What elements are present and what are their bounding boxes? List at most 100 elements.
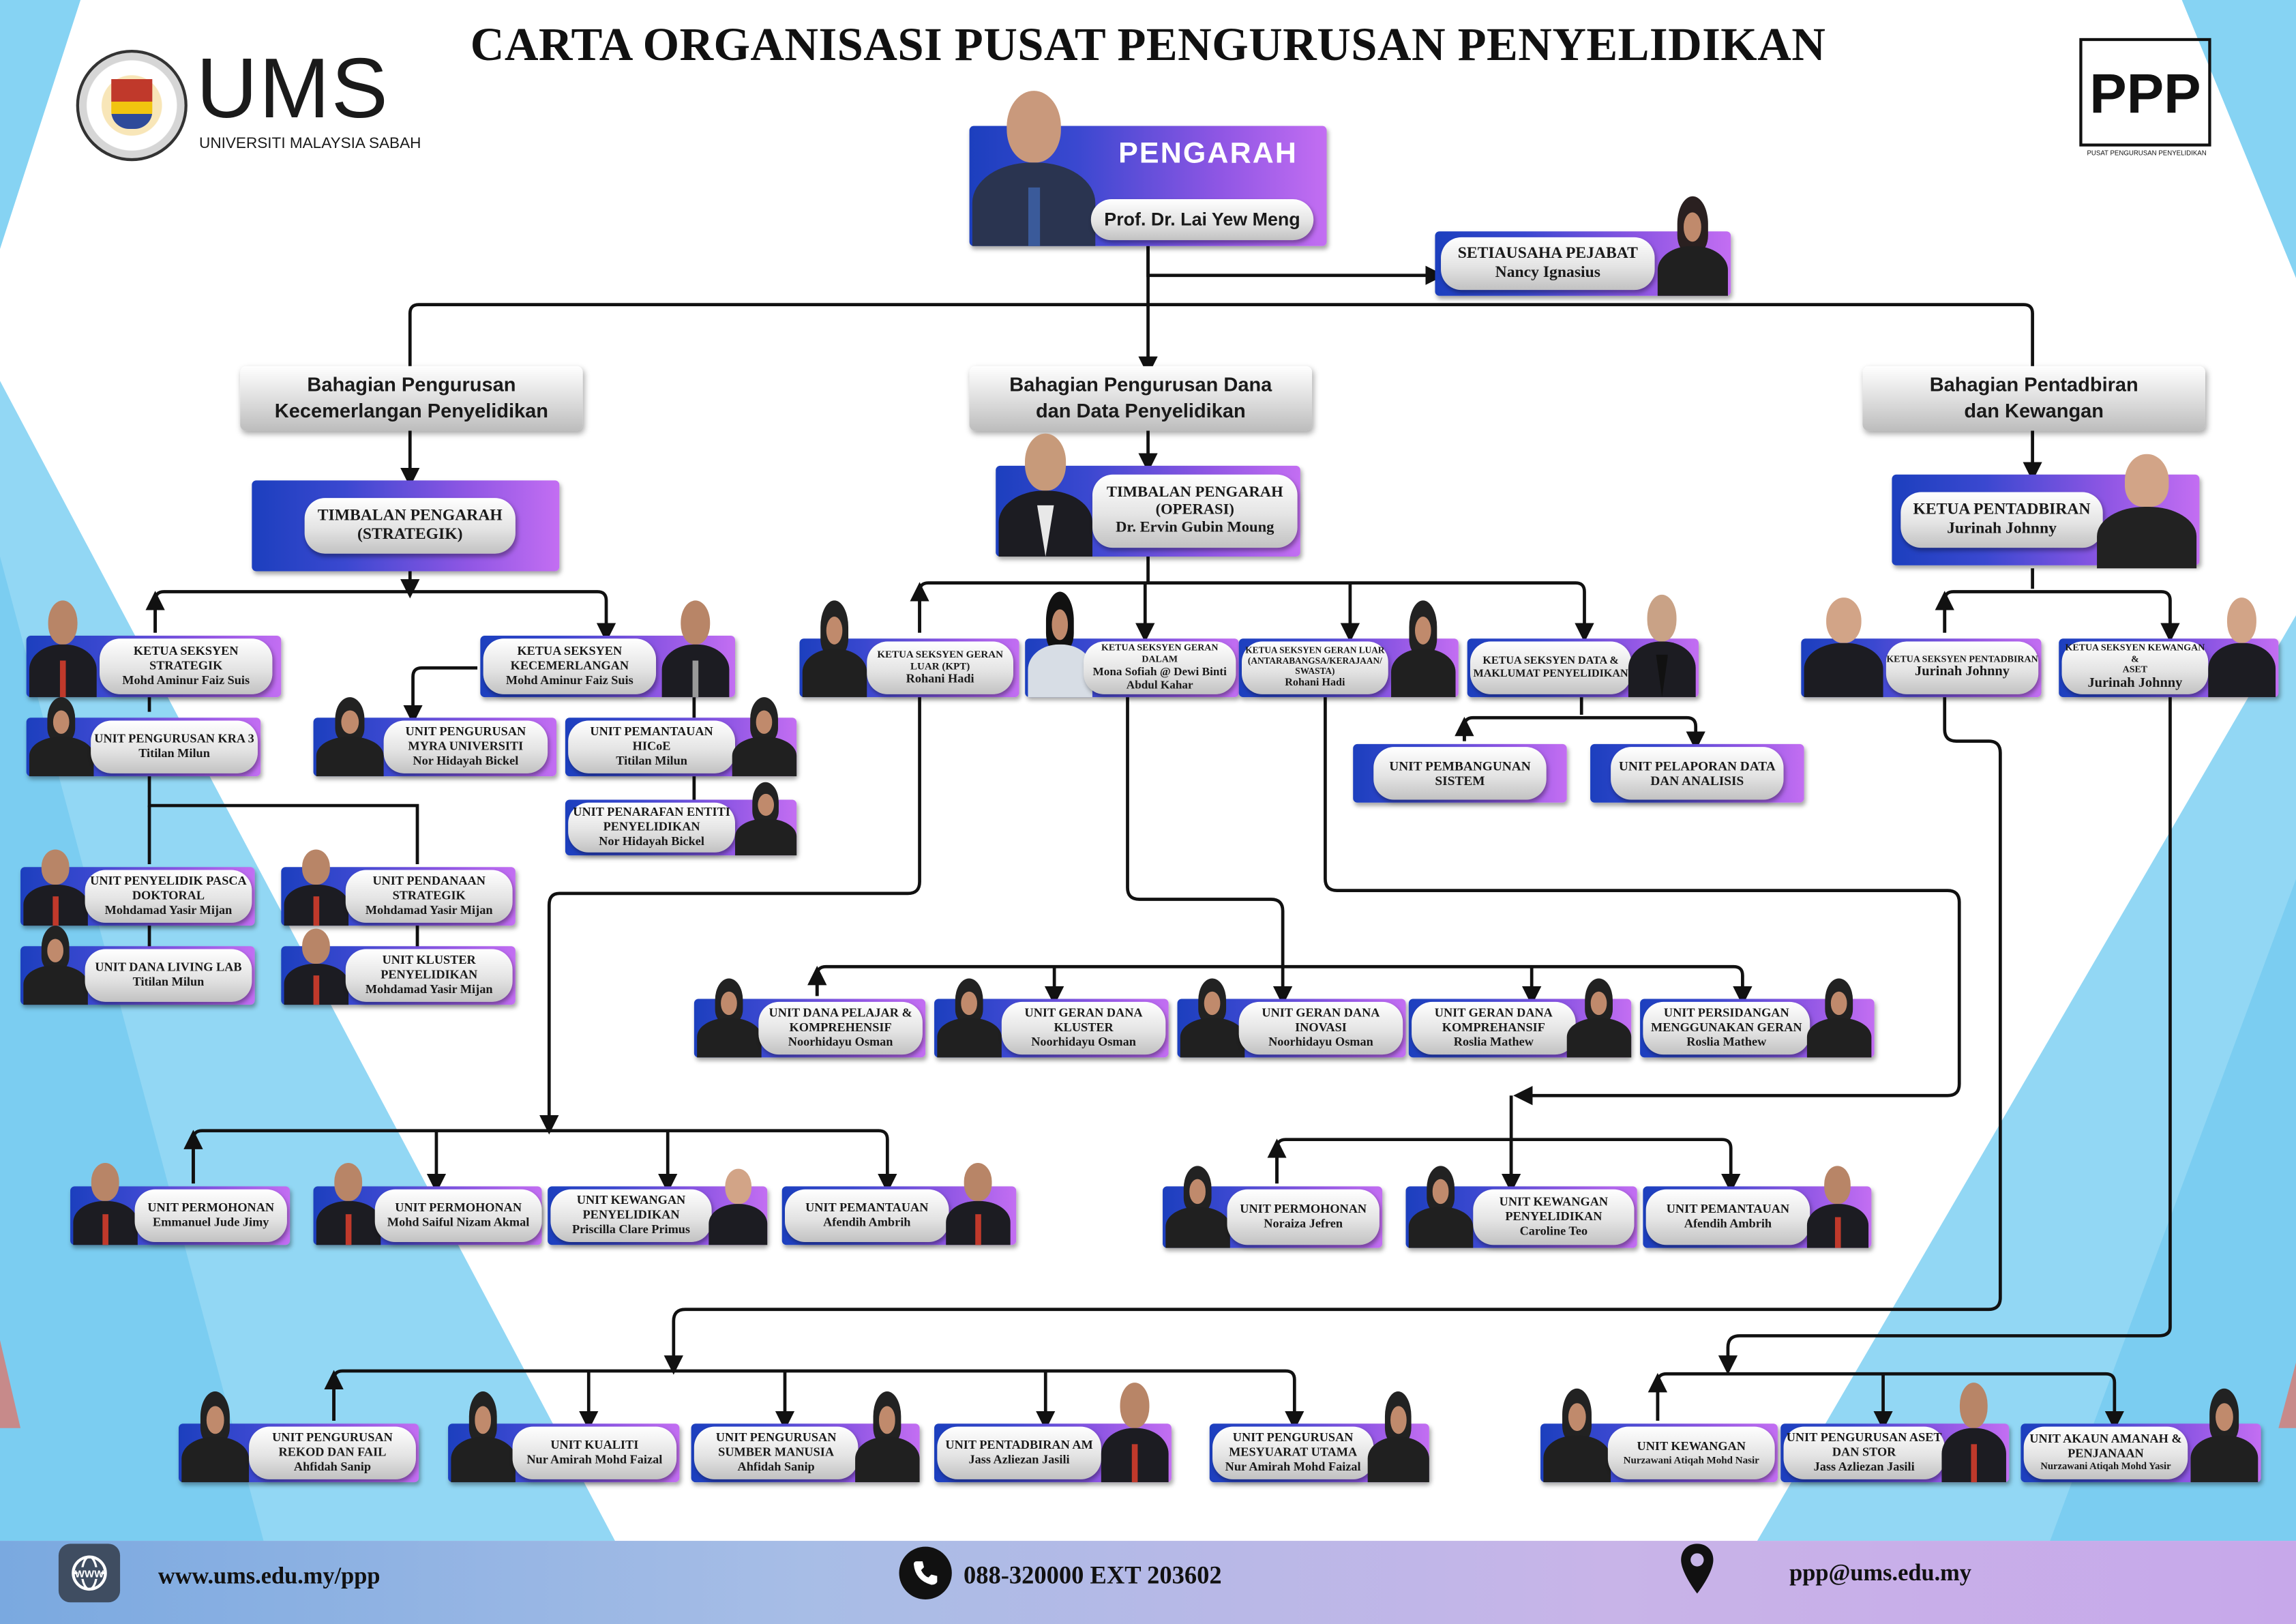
unit-title: MESYUARAT UTAMA	[1229, 1444, 1358, 1460]
unit-title: UNIT PENGURUSAN KRA 3	[94, 731, 254, 746]
deputy-role: TIMBALAN PENGARAH	[1106, 484, 1283, 501]
division-pentadbiran: Bahagian Pentadbiran dan Kewangan	[1862, 366, 2205, 431]
unit-title: UNIT AKAUN AMANAH &	[2029, 1431, 2182, 1447]
unit-title: INOVASI	[1295, 1019, 1347, 1035]
unit-title: PENYELIDIKAN	[603, 818, 700, 834]
unit-title: SISTEM	[1435, 773, 1485, 788]
unit-title: UNIT DANA PELAJAR &	[769, 1005, 912, 1020]
person-photo	[697, 978, 762, 1058]
secretary-name: Nancy Ignasius	[1495, 263, 1600, 282]
person-photo	[1408, 1166, 1474, 1248]
secretary-photo	[1657, 196, 1728, 296]
footer-phone[interactable]: 088-320000 EXT 203602	[963, 1561, 1222, 1589]
unit-title: LUAR (KPT)	[910, 660, 970, 673]
unit-title: KLUSTER	[1054, 1019, 1114, 1035]
person-name: Nurzawani Atiqah Mohd Yasir	[2040, 1461, 2171, 1472]
director-name-text: Prof. Dr. Lai Yew Meng	[1104, 209, 1300, 230]
person-photo	[1028, 591, 1092, 698]
person-photo	[1806, 978, 1872, 1058]
phone-icon	[899, 1546, 952, 1599]
unit-title: UNIT PENGURUSAN	[272, 1430, 393, 1445]
person-photo	[23, 849, 88, 926]
ums-logo-subtitle: UNIVERSITI MALAYSIA SABAH	[199, 134, 421, 153]
person-photo	[23, 926, 88, 1005]
unit-title: UNIT PENYELIDIK PASCA	[90, 873, 247, 889]
unit-title: UNIT PERMOHONAN	[395, 1200, 522, 1215]
person-name: Mohdamad Yasir Mijan	[365, 902, 493, 917]
person-name: Roslia Mathew	[1686, 1033, 1767, 1049]
unit-title: PENYELIDIKAN	[381, 966, 478, 981]
unit-title: UNIT PENGURUSAN ASET	[1786, 1430, 1942, 1445]
person-photo	[734, 782, 797, 856]
unit-title: UNIT PENARAFAN ENTITI	[573, 804, 730, 820]
footer-website[interactable]: www.ums.edu.my/ppp	[158, 1564, 381, 1589]
person-photo	[1806, 1166, 1869, 1248]
unit-title: DAN STOR	[1832, 1444, 1896, 1460]
unit-title: UNIT KEWANGAN	[1637, 1438, 1746, 1453]
person-name: Titilan Milun	[138, 745, 210, 761]
ketua-pentadbiran-label: KETUA PENTADBIRAN Jurinah Johnny	[1900, 492, 2103, 548]
unit-title: UNIT GERAN DANA	[1262, 1005, 1380, 1020]
person-photo	[855, 1391, 920, 1483]
unit-title: MAKLUMAT PENYELIDIKAN	[1473, 666, 1628, 680]
person-photo	[1628, 594, 1696, 698]
ketua-pentadbiran-photo	[2097, 454, 2197, 569]
deputy-strategik-label: TIMBALAN PENGARAH (STRATEGIK)	[304, 498, 516, 554]
person-name: Jass Azliezan Jasili	[1813, 1458, 1915, 1474]
unit-title: UNIT KEWANGAN	[1499, 1194, 1609, 1209]
unit-title: KECEMERLANGAN	[510, 658, 629, 673]
unit-title: UNIT PENGURUSAN	[715, 1430, 837, 1445]
unit-title: UNIT DANA LIVING LAB	[95, 960, 242, 975]
unit-title: UNIT PENGURUSAN	[405, 724, 526, 739]
person-name: Nurzawani Atiqah Mohd Nasir	[1623, 1454, 1759, 1466]
person-photo	[1804, 597, 1883, 698]
person-name: Mohd Aminur Faiz Suis	[505, 672, 633, 687]
unit-title: SUMBER MANUSIA	[718, 1444, 835, 1460]
person-photo	[937, 978, 1002, 1058]
unit-title: KETUA SEKSYEN GERAN	[877, 649, 1003, 661]
person-name: Nur Amirah Mohd Faizal	[526, 1451, 663, 1466]
person-name: Caroline Teo	[1519, 1222, 1588, 1238]
person-name: Afendih Ambrih	[1684, 1215, 1772, 1230]
unit-title: KOMPREHENSIF	[789, 1019, 892, 1035]
person-photo	[661, 600, 730, 698]
footer-email[interactable]: ppp@ums.edu.my	[1789, 1561, 1971, 1586]
unit-title: HICoE	[632, 738, 671, 753]
unit-title: UNIT PERMOHONAN	[147, 1200, 275, 1215]
division-kecemerlangan: Bahagian Pengurusan Kecemerlangan Penyel…	[240, 366, 583, 431]
person-name: Mohdamad Yasir Mijan	[104, 902, 233, 917]
person-name: Ahfidah Sanip	[293, 1458, 372, 1474]
person-photo	[1165, 1166, 1230, 1248]
unit-title: KETUA SEKSYEN GERAN DALAM	[1101, 643, 1219, 665]
person-name: Noorhidayu Osman	[788, 1033, 893, 1049]
unit-title: UNIT PERMOHONAN	[1240, 1201, 1367, 1216]
unit-title: UNIT PELAPORAN DATA	[1618, 758, 1776, 773]
unit-title: UNIT PENTADBIRAN AM	[945, 1437, 1093, 1452]
deputy-operasi-label: TIMBALAN PENGARAH (OPERASI) Dr. Ervin Gu…	[1092, 474, 1298, 548]
unit-title: KETUA SEKSYEN DATA &	[1482, 653, 1619, 667]
person-photo	[284, 928, 349, 1005]
deputy-role-sub: (STRATEGIK)	[357, 525, 463, 544]
person-name: Emmanuel Jude Jimy	[153, 1214, 269, 1229]
person-photo	[1367, 1391, 1429, 1483]
unit-title: PENYELIDIKAN	[582, 1207, 680, 1222]
